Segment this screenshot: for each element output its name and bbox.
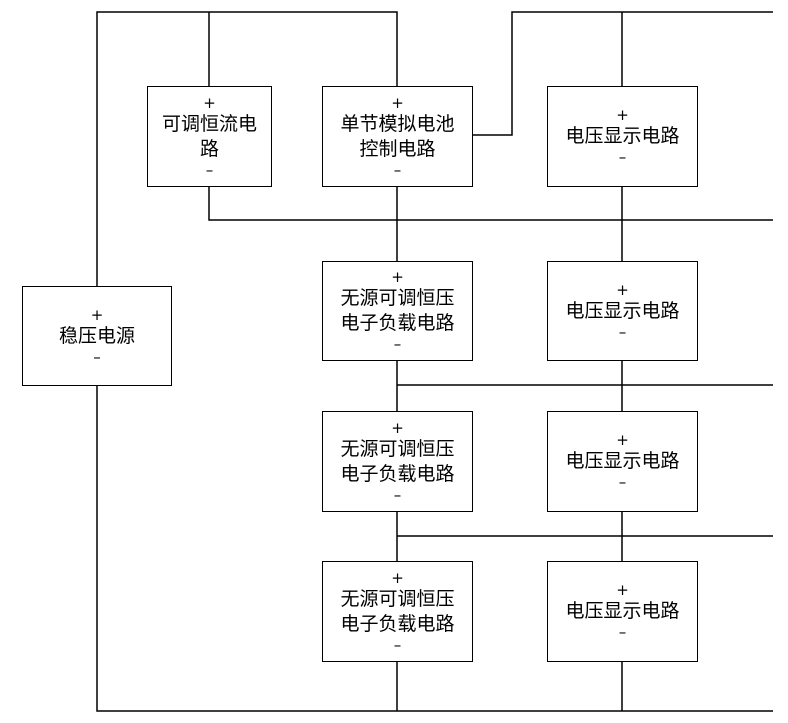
wire-positive-rail — [96, 11, 398, 286]
terminal-positive: + — [391, 418, 404, 437]
block-label: 电压显示电路 — [565, 299, 680, 322]
block-label: 单节模拟电池控制电路 — [340, 112, 455, 160]
block-voltage-display-3: + 电压显示电路 – — [547, 411, 698, 512]
block-label: 电压显示电路 — [565, 600, 680, 622]
terminal-negative: – — [618, 148, 627, 166]
block-label: 无源可调恒压电子负载电路 — [340, 587, 455, 635]
terminal-positive: + — [391, 93, 404, 112]
block-label: 可调恒流电路 — [161, 112, 257, 160]
terminal-negative: – — [618, 473, 627, 491]
block-label: 电压显示电路 — [565, 450, 680, 472]
terminal-negative: – — [393, 335, 402, 353]
terminal-positive: + — [616, 581, 629, 599]
terminal-negative: – — [393, 160, 402, 179]
block-cell-simulation-control: + 单节模拟电池控制电路 – — [322, 86, 473, 187]
terminal-positive: + — [391, 268, 404, 286]
block-regulated-supply: + 稳压电源 – — [22, 286, 172, 386]
block-adjustable-current-source: + 可调恒流电路 – — [147, 86, 272, 187]
wire-negative-rail — [96, 385, 773, 712]
terminal-positive: + — [616, 106, 629, 124]
block-label: 电压显示电路 — [565, 125, 680, 147]
terminal-negative: – — [618, 322, 627, 341]
block-label: 稳压电源 — [58, 324, 135, 347]
terminal-positive: + — [391, 568, 404, 587]
block-voltage-display-1: + 电压显示电路 – — [547, 86, 698, 187]
wire-current-source-negative — [208, 186, 773, 221]
block-passive-load-1: + 无源可调恒压电子负载电路 – — [322, 261, 473, 361]
terminal-negative: – — [393, 635, 402, 654]
terminal-negative: – — [205, 160, 214, 179]
block-passive-load-2: + 无源可调恒压电子负载电路 – — [322, 411, 473, 512]
block-voltage-display-4: + 电压显示电路 – — [547, 561, 698, 662]
terminal-positive: + — [90, 305, 104, 324]
block-label: 无源可调恒压电子负载电路 — [340, 437, 455, 485]
terminal-positive: + — [203, 93, 216, 112]
block-passive-load-3: + 无源可调恒压电子负载电路 – — [322, 561, 473, 662]
block-label: 无源可调恒压电子负载电路 — [340, 287, 455, 334]
terminal-positive: + — [616, 280, 629, 299]
block-voltage-display-2: + 电压显示电路 – — [547, 261, 698, 361]
terminal-negative: – — [93, 347, 101, 366]
wire-cell-output — [472, 11, 773, 136]
terminal-negative: – — [393, 485, 402, 504]
terminal-positive: + — [616, 431, 629, 449]
terminal-negative: – — [618, 623, 627, 641]
